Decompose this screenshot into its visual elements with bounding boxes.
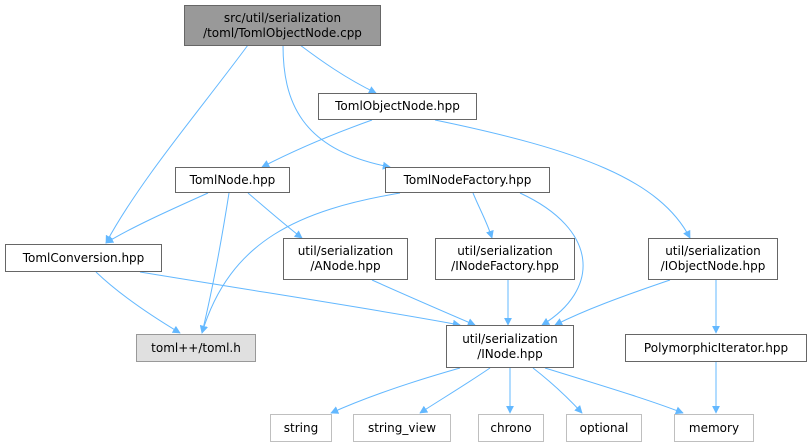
node-tomlconversion-hpp-label: TomlConversion.hpp (22, 250, 145, 265)
node-tomlobjectnode-hpp[interactable]: TomlObjectNode.hpp (318, 93, 477, 120)
node-root-line1: src/util/serialization (223, 10, 342, 25)
edge-objnode-to-iobjectnode (434, 119, 691, 239)
node-polymorphiciterator-hpp-label: PolymorphicIterator.hpp (643, 340, 789, 355)
edge-inode-to-string (330, 367, 461, 414)
edge-factory-to-tomlh (200, 192, 401, 334)
node-inode-hpp-line1: util/serialization (462, 331, 558, 346)
node-chrono-label: chrono (490, 420, 532, 435)
edge-inode-to-memory (544, 367, 684, 415)
node-string-view-label: string_view (367, 420, 437, 435)
node-string-label: string (283, 420, 319, 435)
node-root-line2: /toml/TomlObjectNode.cpp (203, 25, 362, 40)
edge-objnode-to-tomlnode (261, 119, 373, 168)
edge-tomlnode-to-anode (247, 192, 303, 239)
node-inode-hpp-line2: /INode.hpp (477, 346, 543, 361)
node-iobjectnode-hpp[interactable]: util/serialization /IObjectNode.hpp (648, 238, 778, 280)
edge-factory-to-inodefactory (472, 192, 494, 239)
node-tomlnode-hpp-label: TomlNode.hpp (189, 172, 276, 187)
node-string[interactable]: string (270, 414, 332, 442)
node-optional[interactable]: optional (566, 414, 642, 442)
node-polymorphiciterator-hpp[interactable]: PolymorphicIterator.hpp (625, 334, 807, 362)
node-optional-label: optional (579, 420, 629, 435)
node-tomlconversion-hpp[interactable]: TomlConversion.hpp (5, 244, 162, 272)
edge-tomlnode-to-conversion (105, 192, 209, 244)
node-toml-h-label: toml++/toml.h (151, 340, 241, 355)
edge-root-to-conversion (105, 44, 249, 244)
node-iobjectnode-hpp-line2: /IObjectNode.hpp (660, 259, 766, 273)
node-tomlnodefactory-hpp-label: TomlNodeFactory.hpp (403, 172, 532, 187)
node-root-tomlobjectnode-cpp: src/util/serialization /toml/TomlObjectN… (184, 5, 381, 46)
node-inodefactory-hpp-line1: util/serialization (457, 244, 553, 258)
edge-inode-to-string_view (419, 367, 491, 414)
node-memory[interactable]: memory (674, 414, 754, 442)
edge-tomlnode-to-tomlh (199, 192, 230, 334)
node-tomlobjectnode-hpp-label: TomlObjectNode.hpp (335, 99, 460, 113)
node-anode-hpp-line1: util/serialization (297, 244, 394, 258)
node-inode-hpp[interactable]: util/serialization /INode.hpp (446, 325, 574, 368)
edge-conversion-to-inode (139, 271, 461, 328)
node-inodefactory-hpp-line2: /INodeFactory.hpp (451, 259, 559, 273)
node-string-view[interactable]: string_view (353, 414, 451, 442)
node-iobjectnode-hpp-line1: util/serialization (665, 244, 761, 258)
node-chrono[interactable]: chrono (478, 414, 544, 442)
edge-factory-to-inode (519, 192, 584, 326)
edge-anode-to-inode (371, 279, 476, 326)
edge-root-to-factory (282, 44, 391, 170)
node-tomlnodefactory-hpp[interactable]: TomlNodeFactory.hpp (385, 167, 550, 193)
node-anode-hpp[interactable]: util/serialization /ANode.hpp (283, 238, 408, 280)
edge-conversion-to-tomlh (95, 271, 181, 334)
node-tomlnode-hpp[interactable]: TomlNode.hpp (175, 167, 290, 193)
edge-iobjectnode-to-inode (554, 279, 671, 326)
node-anode-hpp-line2: /ANode.hpp (310, 259, 381, 273)
node-inodefactory-hpp[interactable]: util/serialization /INodeFactory.hpp (435, 238, 575, 280)
edge-root-to-objnode (299, 44, 377, 94)
node-memory-label: memory (688, 420, 740, 435)
node-toml-h[interactable]: toml++/toml.h (136, 334, 256, 362)
edge-inode-to-optional (532, 367, 583, 414)
